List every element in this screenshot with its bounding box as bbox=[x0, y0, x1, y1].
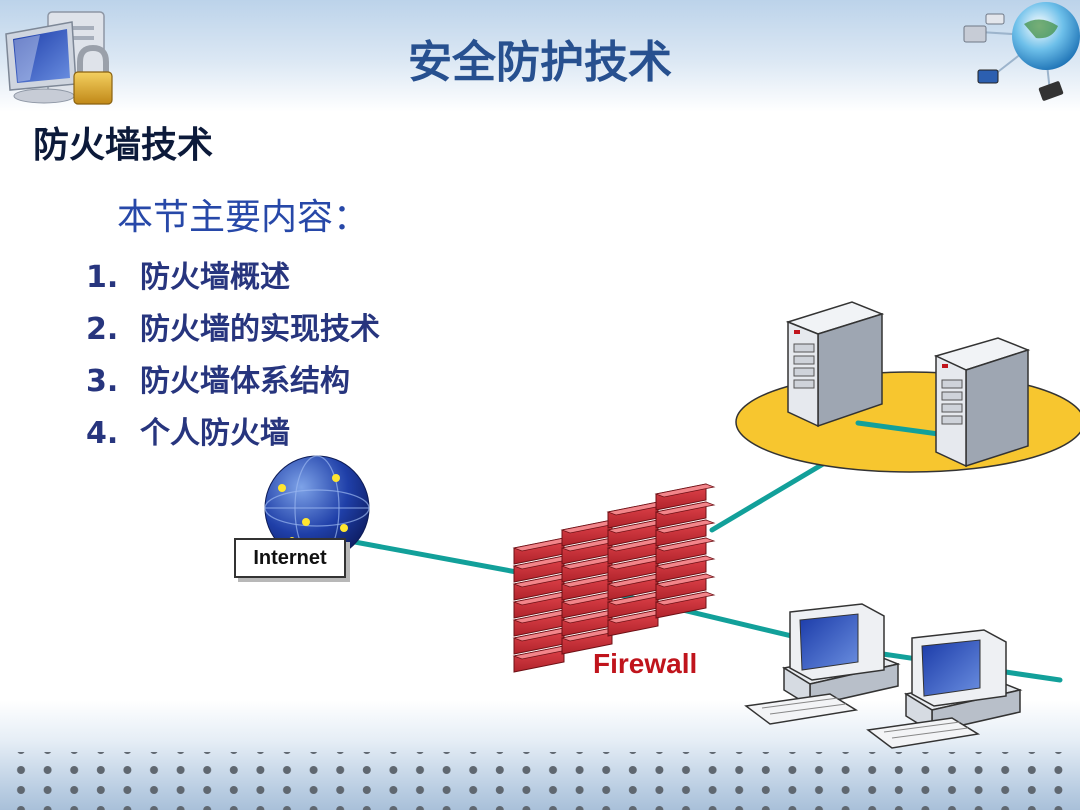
firewall-icon bbox=[512, 483, 716, 673]
footer-dot-pattern bbox=[0, 752, 1080, 810]
list-item: 1. 防火墙概述 bbox=[86, 252, 290, 296]
firewall-brick-top bbox=[654, 537, 716, 552]
globe-network-icon bbox=[963, 2, 1080, 101]
server-icon bbox=[785, 301, 885, 428]
list-item-text: 防火墙体系结构 bbox=[140, 364, 350, 399]
subheading: 本节主要内容： bbox=[117, 197, 370, 238]
firewall-brick-top bbox=[654, 483, 716, 498]
header-band bbox=[0, 0, 1080, 112]
firewall-brick-top bbox=[654, 501, 716, 516]
monitor-lock-icon bbox=[5, 11, 113, 105]
list-item: 3. 防火墙体系结构 bbox=[86, 356, 350, 400]
section-heading: 防火墙技术 bbox=[33, 125, 214, 166]
list-item-text: 防火墙概述 bbox=[140, 260, 290, 295]
firewall-label: Firewall bbox=[593, 648, 698, 679]
server-icon bbox=[933, 337, 1031, 468]
firewall-brick-top bbox=[654, 591, 716, 606]
list-item-text: 防火墙的实现技术 bbox=[140, 312, 380, 347]
firewall-brick-top bbox=[654, 573, 716, 588]
list-item-number: 3. bbox=[86, 364, 119, 399]
slide-title: 安全防护技术 bbox=[408, 37, 672, 88]
internet-label: Internet bbox=[234, 538, 346, 578]
workstation-icon bbox=[866, 629, 1023, 749]
list-item-number: 4. bbox=[86, 416, 119, 451]
list-item-number: 2. bbox=[86, 312, 119, 347]
list-item: 4. 个人防火墙 bbox=[86, 408, 290, 452]
firewall-brick-top bbox=[654, 519, 716, 534]
list-item-number: 1. bbox=[86, 260, 119, 295]
firewall-brick-top bbox=[654, 555, 716, 570]
workstation-icon bbox=[744, 603, 901, 725]
internet-globe-icon bbox=[264, 455, 370, 561]
list-item: 2. 防火墙的实现技术 bbox=[86, 304, 380, 348]
list-item-text: 个人防火墙 bbox=[140, 416, 290, 451]
